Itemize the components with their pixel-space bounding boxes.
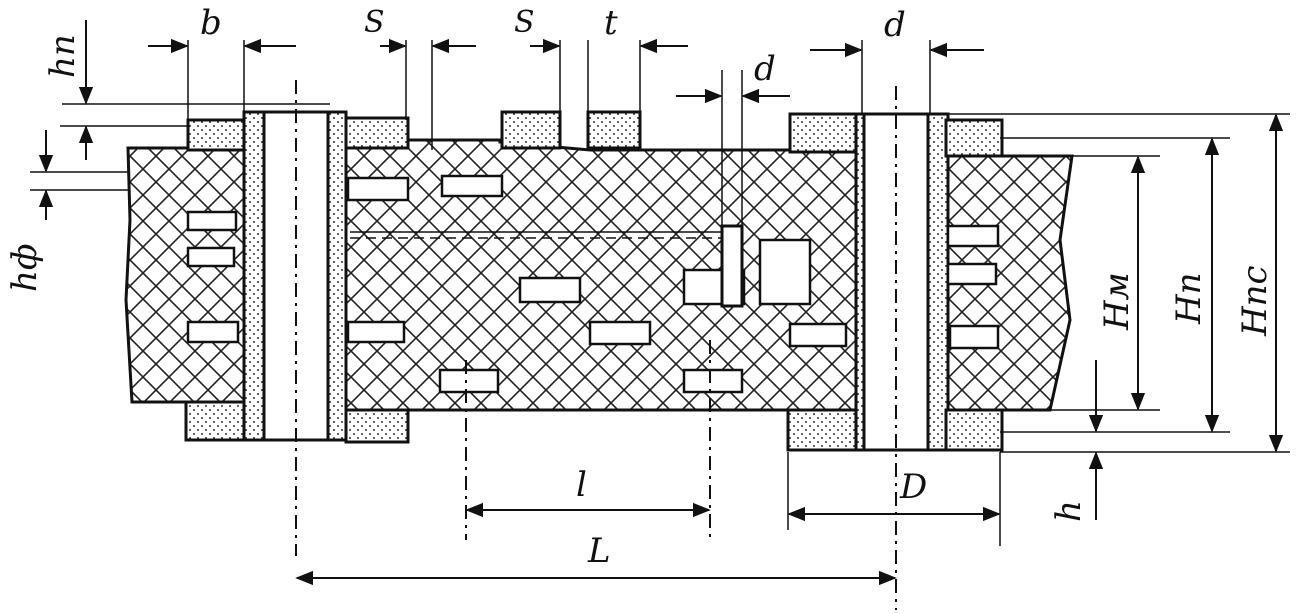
left-board-fragment xyxy=(124,118,252,442)
label-d-small: d xyxy=(754,49,776,89)
extension-lines xyxy=(30,40,1290,546)
dimension-labels: hп hф b S S t d d l L D h Hм Hп Hпс xyxy=(5,3,1275,571)
center-board xyxy=(344,110,860,452)
label-h-n: hп xyxy=(43,34,83,78)
pad-right-bottom xyxy=(944,408,1004,452)
pad-center-top-a xyxy=(500,110,562,150)
pad-right-top xyxy=(944,118,1004,158)
right-board-fragment xyxy=(944,118,1074,452)
pad-center-left-top xyxy=(344,116,410,150)
blind-via xyxy=(720,224,744,308)
label-D: D xyxy=(899,467,927,507)
pad-center-right-bottom xyxy=(786,408,860,452)
label-H-nc: Hпс xyxy=(1235,265,1275,337)
label-h: h xyxy=(1049,500,1089,522)
label-d-top: d xyxy=(884,5,906,45)
dimension-arrows xyxy=(38,20,1284,586)
label-b: b xyxy=(200,3,222,43)
label-l-small: l xyxy=(576,465,587,505)
label-L: L xyxy=(587,531,611,571)
right-via-hole xyxy=(854,112,950,452)
pad-center-top-b xyxy=(586,110,642,150)
label-h-f: hф xyxy=(5,243,45,292)
pad-left-bottom xyxy=(184,400,248,442)
pad-center-left-bottom xyxy=(344,408,410,444)
label-s-left: S xyxy=(364,5,385,40)
label-H-n: Hп xyxy=(1169,272,1209,325)
pad-left-top xyxy=(186,118,246,152)
label-H-m: Hм xyxy=(1097,272,1137,331)
label-t: t xyxy=(604,3,618,43)
pad-center-right-top xyxy=(788,112,860,154)
label-s-right: S xyxy=(514,5,535,40)
